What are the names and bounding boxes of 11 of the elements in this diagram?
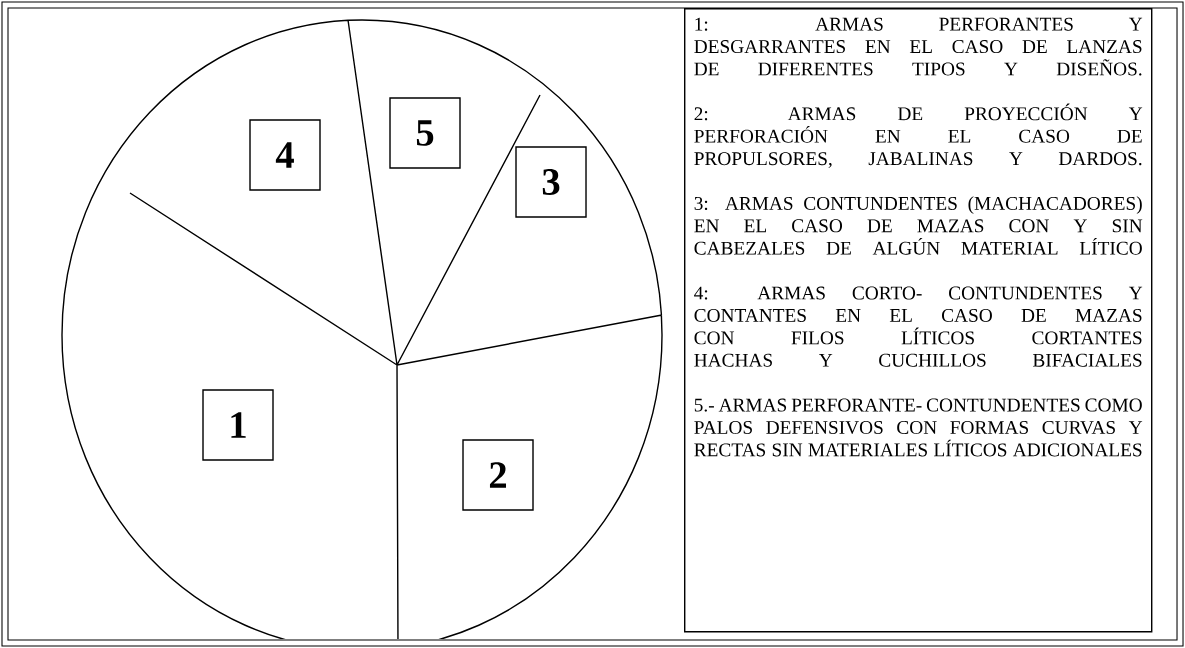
number-box: 3	[515, 146, 587, 218]
number-box: 1	[202, 389, 274, 461]
number-box: 2	[462, 439, 534, 511]
legend-entry: 4: ARMAS CORTO- CONTUNDENTES Y CONTANTES EN EL CASO DE MAZAS CON FILOS LÍTICOS CORTANTES HACHAS Y CUCHILLOS BIFACIALES	[694, 286, 1143, 367]
legend-entry: 2: ARMAS DE PROYECCIÓN Y PERFORACIÓN EN EL CASO DE PROPULSORES, JABALINAS Y DARDOS.	[694, 103, 1143, 168]
number-box: 5	[389, 97, 461, 169]
number-box: 4	[249, 119, 321, 191]
legend-entry: 1: ARMAS PERFORANTES Y DESGARRANTES EN EL CASO DE LANZAS DE DIFERENTES TIPOS Y DISEÑOS.	[694, 17, 1143, 76]
legend-entry: 3: ARMAS CONTUNDENTES (MACHACADORES) EN EL CASO DE MAZAS CON Y SIN CABEZALES DE ALGÚN MATERIAL LÍTICO	[694, 196, 1143, 255]
legend-panel	[684, 8, 1153, 633]
legend-entry: 5.- ARMAS PERFORANTE- CONTUNDENTES COMO PALOS DEFENSIVOS CON FORMAS CURVAS Y RECTAS SIN MATERIALES LÍTICOS ADICIONALES	[694, 398, 1143, 457]
